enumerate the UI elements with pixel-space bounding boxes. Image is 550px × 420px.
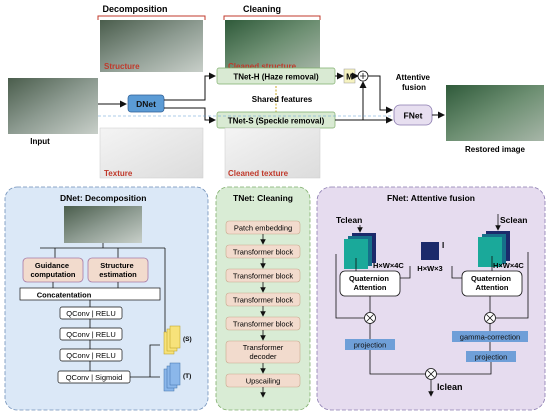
add-node-plus [360,73,366,79]
qconv-label-2: QConv | RELU [66,330,115,339]
tnet-block-label-2: Transformer block [233,248,293,257]
tclean-label: Tclean [336,215,362,225]
attentive-fusion-line2: fusion [402,83,426,92]
dnet-output-lines [130,344,160,378]
i-label: I [442,241,444,250]
structure-est-label: Structure estimation [99,261,137,279]
i-to-qa-lines [400,266,462,279]
structure-label: Structure [104,62,140,71]
tnet-h-label: TNet-H (Haze removal) [233,73,319,82]
guidance-line1: Guidance [35,261,69,270]
texture-label: Texture [104,169,133,178]
projection-left-block [345,339,395,350]
gamma-block [452,331,528,342]
iclean-label: Iclean [437,382,463,392]
qa-right-line1: Quaternion [471,274,511,283]
tnet-block-label-3: Transformer block [233,272,293,281]
qconv-block-2 [59,327,123,341]
dnet-input-image [64,206,142,243]
tnet-block-label-4: Transformer block [233,296,293,305]
tnet-s-label: TNet-S (Speckle removal) [228,117,325,126]
dnet-split-lines [40,243,166,345]
qa-left-label: Quaternion Attention [349,274,391,292]
multiply-left-x [366,314,374,322]
cleaned-structure-label: Cleaned structure [228,62,297,71]
dnet-panel-title: DNet: Decomposition [60,193,146,203]
tnet-block-label-1: Patch embedding [234,224,292,233]
decomposition-bracket [97,15,206,20]
structure-image [100,20,203,72]
guidance-line2: computation [31,270,76,279]
cleaning-bracket [223,15,321,20]
qconv-label-1: QConv | RELU [66,309,115,318]
m-label: M [346,73,353,82]
t-tag: (T) [183,373,191,380]
dnet-to-tnets-arrow [164,107,216,124]
attentive-fusion-line1: Attentive [396,73,431,82]
qconv-block-3 [59,348,123,362]
guidance-label: Guidance computation [31,261,76,279]
i-square [421,242,439,260]
attentive-fusion-label: Attentive fusion [396,73,432,92]
input-label: Input [30,137,50,146]
input-image [8,78,98,134]
s-feature-stack [163,325,181,355]
to-concat-lines [52,282,119,288]
tclean-cube [344,233,376,269]
structure-est-line2: estimation [99,270,137,279]
hw4c-right-label: H×W×4C [493,261,524,270]
qa-right-label: Quaternion Attention [471,274,513,292]
restored-image [446,85,544,141]
tnet-block-label-7: Upscailing [246,377,281,386]
cleaned-texture-image [224,127,321,179]
qa-right-line2: Attention [476,283,509,292]
concat-label: Concatentation [37,291,92,300]
s-tag: (S) [183,336,192,343]
gamma-label: gamma-correction [460,333,520,342]
fnet-left-lines [335,254,371,319]
shared-features-label: Shared features [252,95,313,104]
decomposition-heading: Decomposition [102,4,167,14]
texture-image [99,127,204,179]
projection-right-label: projection [475,353,508,362]
restored-label: Restored image [465,145,526,154]
plus-to-fnet-arrow [368,75,393,114]
projection-left-label: projection [354,341,387,350]
qconv-sigmoid-label: QConv | Sigmoid [66,373,123,382]
cleaned-texture-label: Cleaned texture [228,169,289,178]
dnet-to-tneth-arrow [164,72,216,101]
t-feature-stack [163,362,181,392]
dnet-block [127,94,165,113]
qconv-label-3: QConv | RELU [66,351,115,360]
multiply-right-x [486,314,494,322]
sclean-label: Sclean [500,215,527,225]
fnet-merge-lines [369,323,492,375]
hw3-label: H×W×3 [417,264,442,273]
multiply-merge-x [427,370,435,378]
tnet-panel-title: TNet: Cleaning [233,193,293,203]
sclean-cube [478,231,510,267]
qa-left-line1: Quaternion [349,274,389,283]
structure-est-line1: Structure [100,261,133,270]
cleaned-structure-image [225,20,320,72]
qconv-block-1 [59,306,123,320]
fnet-block-label: FNet [404,111,423,121]
projection-right-block [466,351,516,362]
dnet-block-label: DNet [136,99,156,109]
fnet-right-lines [489,252,529,319]
hw4c-left-label: H×W×4C [373,261,404,270]
qa-left-line2: Attention [354,283,387,292]
fnet-panel-title: FNet: Attentive fusion [387,193,475,203]
cleaning-heading: Cleaning [243,4,281,14]
tnet-block-label-5: Transformer block [233,320,293,329]
